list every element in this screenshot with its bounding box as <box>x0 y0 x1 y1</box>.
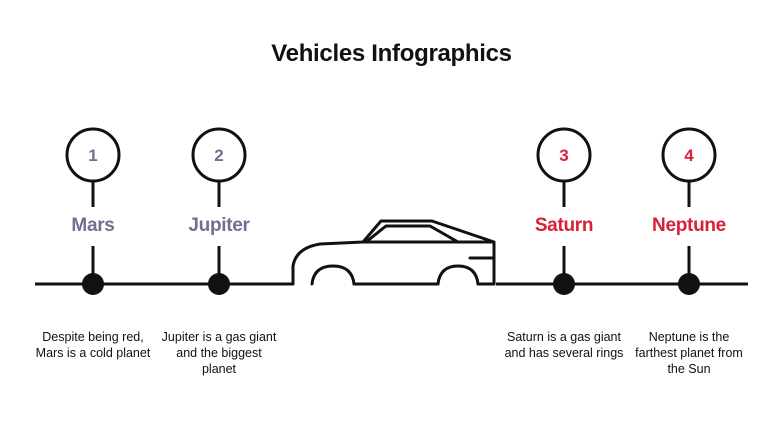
milestone-description: Despite being red, Mars is a cold planet <box>35 330 151 360</box>
milestone-label: Mars <box>71 215 115 236</box>
milestone-label: Jupiter <box>188 215 250 236</box>
milestone-description: Jupiter is a gas giant and the biggest p… <box>161 330 277 376</box>
milestone-label: Neptune <box>652 215 726 236</box>
milestone-marker-1: 1 <box>65 127 121 295</box>
milestone-number: 2 <box>214 146 223 165</box>
milestone-description: Neptune is the farthest planet from the … <box>635 330 743 376</box>
milestone-number: 4 <box>684 146 694 165</box>
milestone-description: Saturn is a gas giant and has several ri… <box>504 330 624 360</box>
milestone-marker-4: 4 <box>661 127 717 295</box>
car-icon <box>291 219 496 286</box>
milestone-marker-2: 2 <box>191 127 247 295</box>
milestone-number: 1 <box>88 146 97 165</box>
timeline-dot <box>553 273 575 295</box>
timeline-dot <box>82 273 104 295</box>
milestone-label: Saturn <box>534 215 594 236</box>
milestone-marker-3: 3 <box>536 127 592 295</box>
milestone-number: 3 <box>559 146 568 165</box>
timeline-dot <box>208 273 230 295</box>
slide-title: Vehicles Infographics <box>271 40 512 67</box>
timeline-dot <box>678 273 700 295</box>
